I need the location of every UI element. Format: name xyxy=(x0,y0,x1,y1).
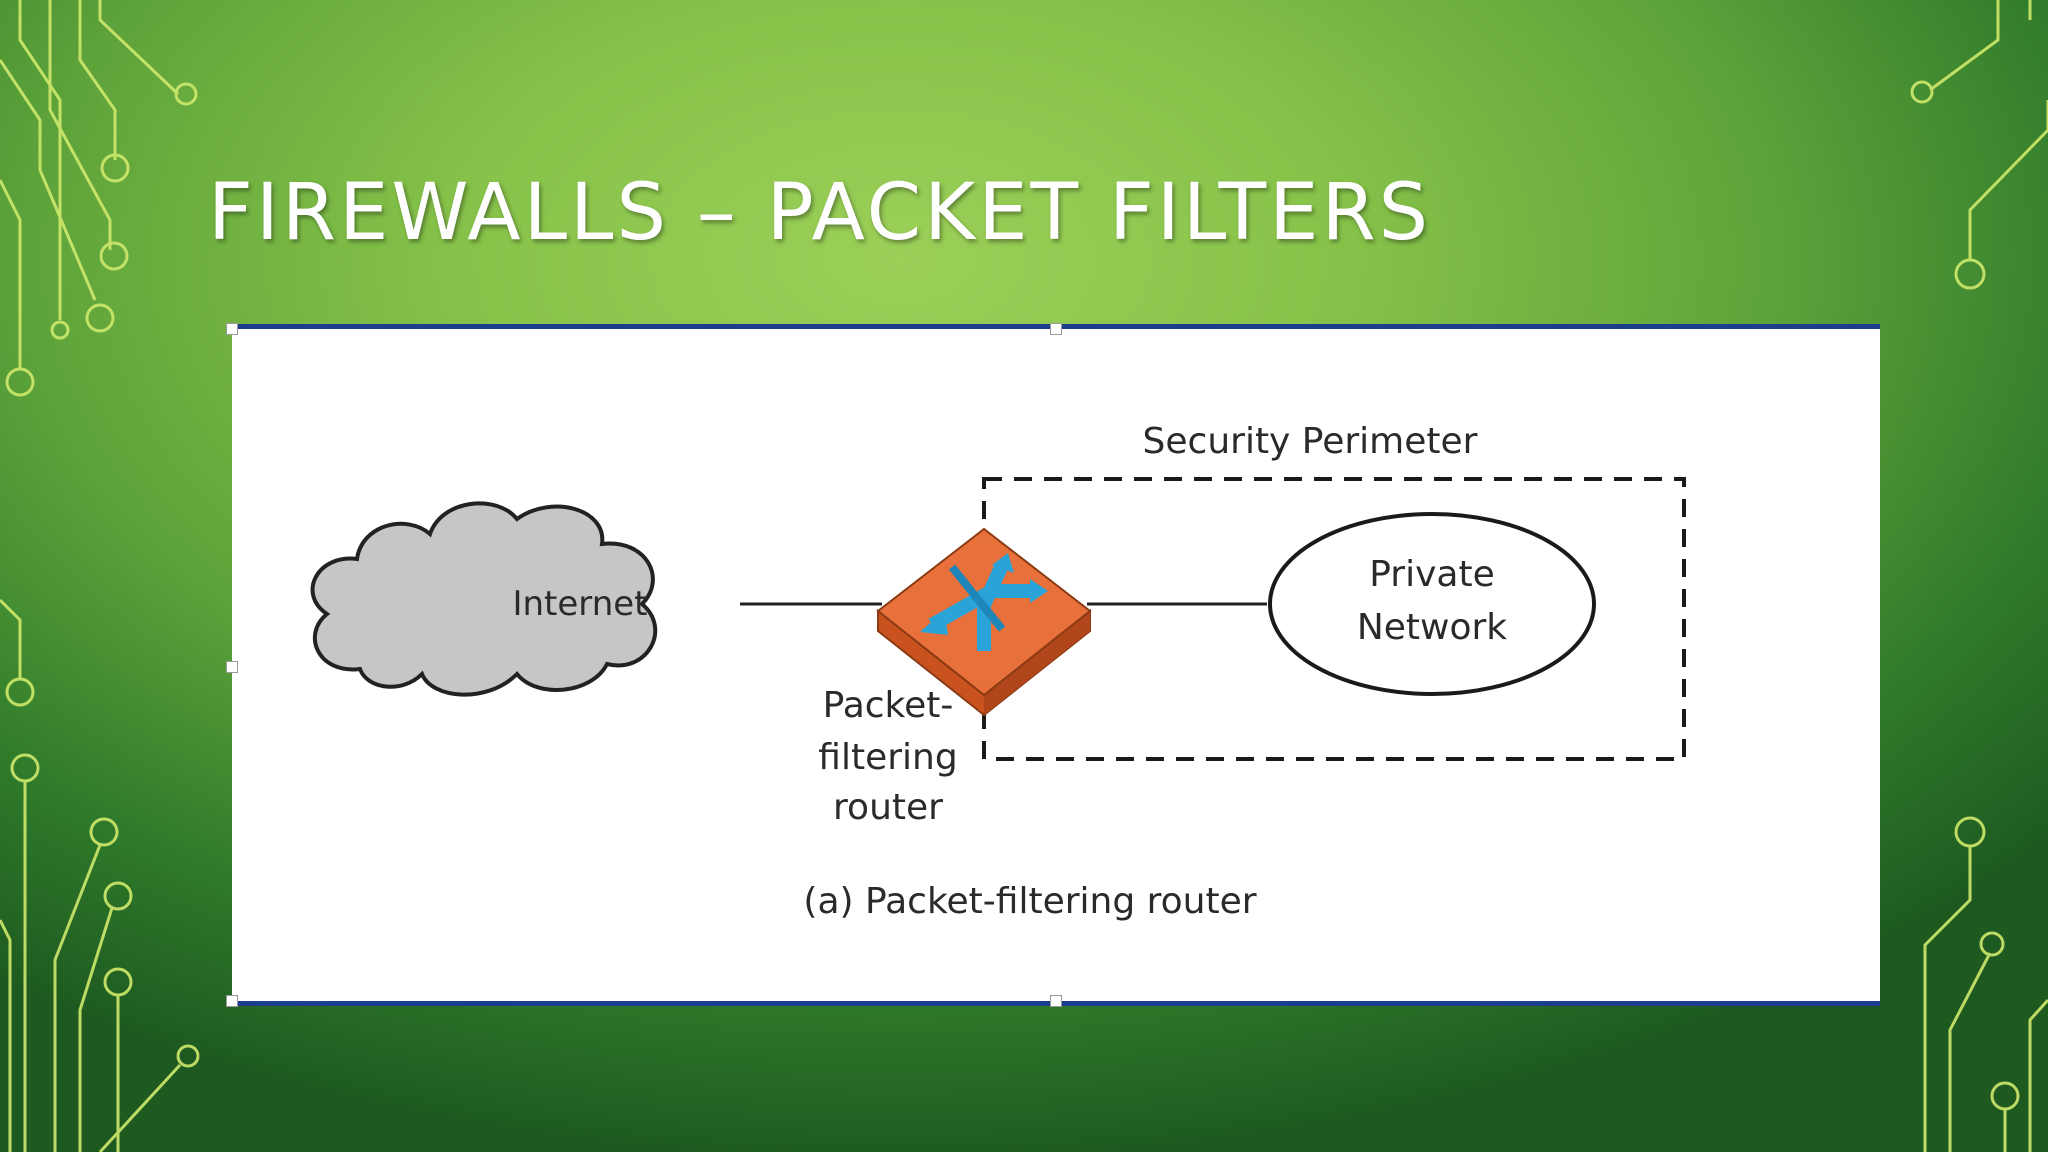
private-network-node xyxy=(1268,512,1596,696)
router-label-line-2: filtering xyxy=(818,737,957,778)
internet-label: Internet xyxy=(512,584,647,624)
router-label-line-1: Packet- xyxy=(823,685,954,726)
diagram-caption: (a) Packet-filtering router xyxy=(803,881,1256,922)
internet-cloud-icon xyxy=(310,501,658,697)
resize-handle-top-middle[interactable] xyxy=(1050,323,1062,335)
packet-filter-diagram: Internet Private Network Security Perime… xyxy=(310,421,1686,922)
security-perimeter-label: Security Perimeter xyxy=(1143,421,1478,462)
private-network-label-line-1: Private xyxy=(1369,554,1495,595)
resize-handle-bottom-middle[interactable] xyxy=(1050,995,1062,1007)
resize-handle-top-left[interactable] xyxy=(226,323,238,335)
security-perimeter-boundary xyxy=(982,477,1686,761)
private-network-label-line-2: Network xyxy=(1357,607,1507,648)
diagram-image-frame[interactable]: Internet Private Network Security Perime… xyxy=(226,323,1880,1007)
resize-handle-middle-left[interactable] xyxy=(226,661,238,673)
slide-title: FIREWALLS – PACKET FILTERS xyxy=(208,168,1432,258)
resize-handle-bottom-left[interactable] xyxy=(226,995,238,1007)
router-label-line-3: router xyxy=(833,787,943,828)
packet-filter-router-icon xyxy=(876,527,1092,717)
